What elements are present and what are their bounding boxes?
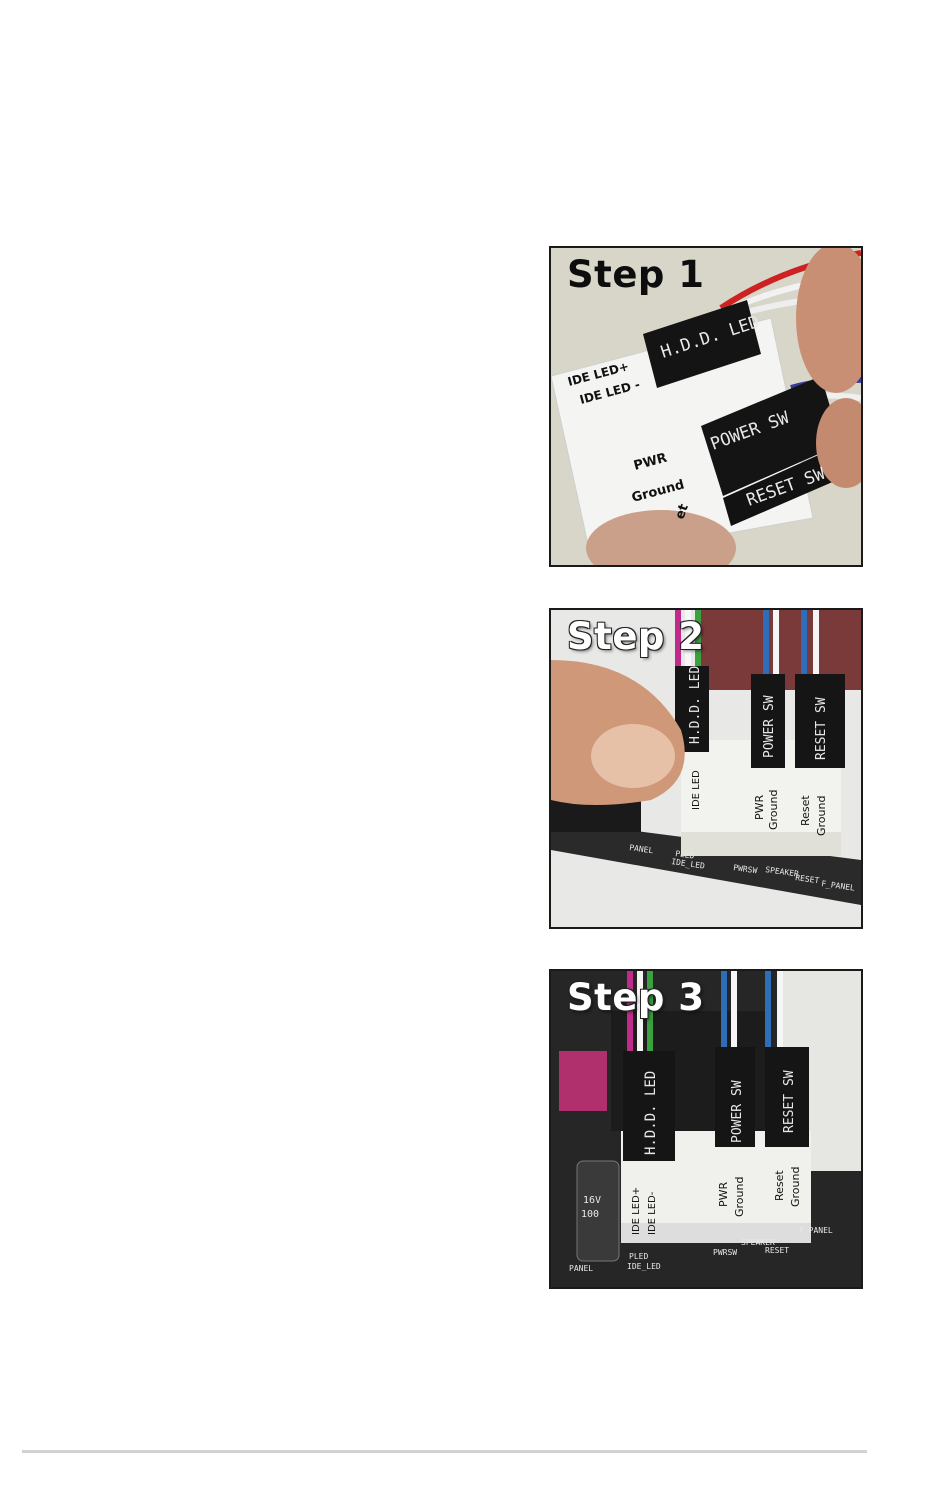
power-sw-connector-label: POWER SW [730, 1080, 745, 1143]
step-1-illustration: H.D.D. LED POWER SW RESET SW IDE LED+ ID… [551, 248, 861, 565]
board-speaker-label: SPEAKER [741, 1238, 775, 1247]
capacitor-value-label: 100 [581, 1209, 599, 1220]
ground2-label: Ground [815, 796, 828, 836]
reset-sw-connector-label: RESET SW [814, 697, 829, 760]
ground-label: Ground [767, 790, 780, 830]
board-panel-label: PANEL [629, 843, 654, 855]
reset-label: Reset [773, 1170, 786, 1201]
board-pled-label: PLED [629, 1252, 648, 1261]
ide-led-plus-label: IDE LED+ [631, 1187, 642, 1235]
board-pled-label: PLED [675, 849, 696, 861]
step-3-photo: 16V 100 H.D.D. LED POWER SW RESET SW IDE… [549, 969, 863, 1289]
ide-led-partial-label: IDE LED [691, 770, 702, 810]
power-sw-connector-label: POWER SW [762, 695, 777, 758]
reset-partial-label: et [673, 502, 692, 521]
board-ideled-label: IDE_LED [627, 1262, 661, 1271]
ide-led-minus-label: IDE LED- [647, 1191, 658, 1235]
ground2-label: Ground [789, 1167, 802, 1207]
step-1-photo: H.D.D. LED POWER SW RESET SW IDE LED+ ID… [549, 246, 863, 567]
step-3-title: Step 3 [567, 976, 705, 1019]
board-fpanel-label: F_PANEL [799, 1226, 833, 1235]
step-1-title: Step 1 [567, 253, 705, 296]
capacitor-voltage-label: 16V [583, 1195, 601, 1206]
board-reset-label: RESET [765, 1246, 789, 1255]
board-reset-label: RESET [795, 873, 820, 885]
ground-label: Ground [733, 1177, 746, 1217]
footer-divider [22, 1450, 867, 1453]
pwr-label: PWR [753, 794, 766, 820]
pwr-label: PWR [717, 1181, 730, 1207]
board-pwrsw-label: PWRSW [733, 863, 758, 875]
board-pwrsw-label: PWRSW [713, 1248, 737, 1257]
reset-sw-connector-label: RESET SW [782, 1070, 797, 1133]
step-2-photo: H.D.D. LED POWER SW RESET SW IDE LED PWR… [549, 608, 863, 929]
board-panel-label: PANEL [569, 1264, 593, 1273]
hdd-led-connector-label: H.D.D. LED [688, 666, 703, 744]
step-2-illustration: H.D.D. LED POWER SW RESET SW IDE LED PWR… [551, 610, 861, 927]
step-3-illustration: 16V 100 H.D.D. LED POWER SW RESET SW IDE… [551, 971, 861, 1287]
step-2-title: Step 2 [567, 615, 705, 658]
reset-label: Reset [799, 795, 812, 826]
hdd-led-connector-label: H.D.D. LED [643, 1071, 659, 1155]
